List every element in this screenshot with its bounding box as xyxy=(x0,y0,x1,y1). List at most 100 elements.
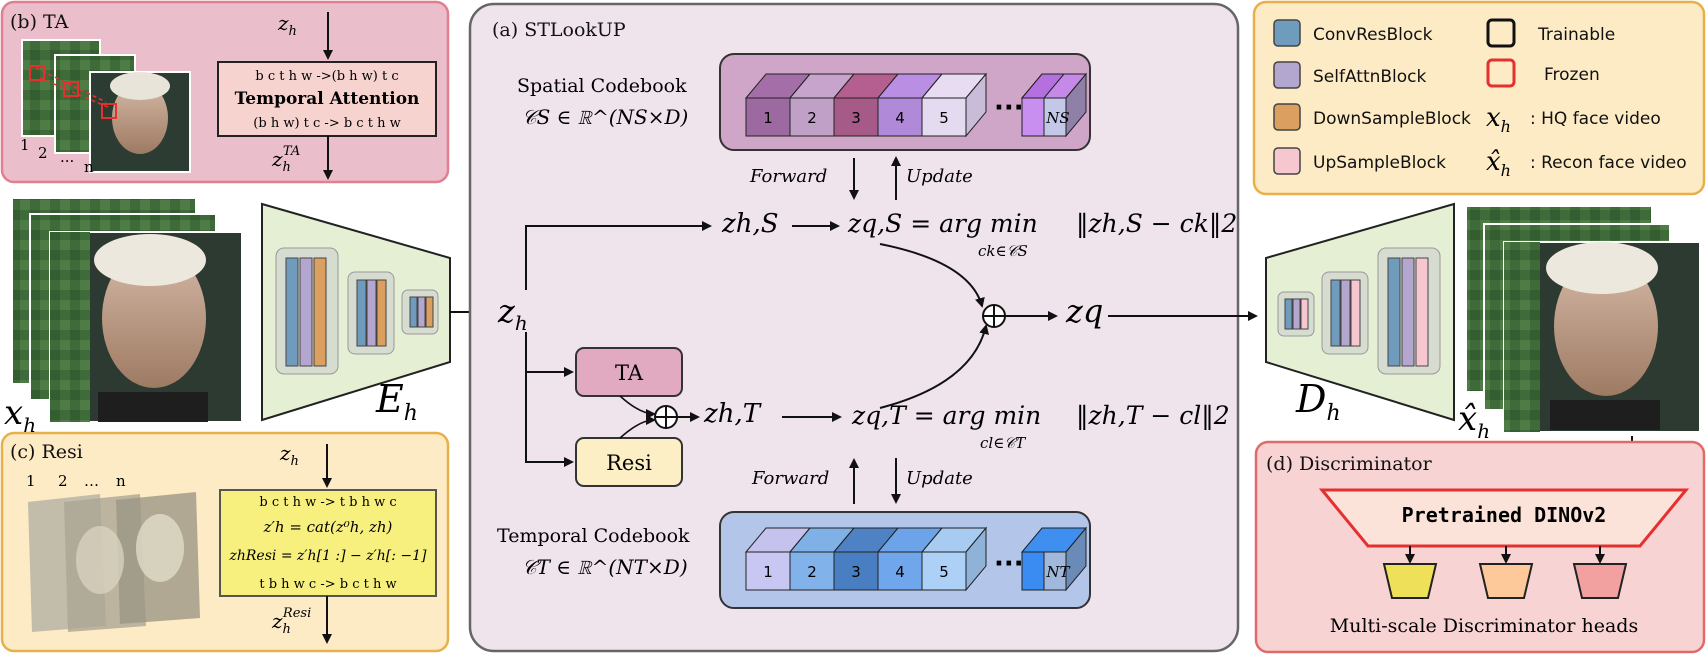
legend-label-selfattn: SelfAttnBlock xyxy=(1313,67,1427,87)
ta-input-label: zh xyxy=(277,11,297,39)
legend-recon-symbol: x̂h xyxy=(1486,147,1511,180)
resi-process-box xyxy=(219,489,437,597)
panel-stlookup-title: (a) STLookUP xyxy=(492,19,626,41)
temporal-equation-rhs: ‖zh,T − cl‖2 xyxy=(1076,401,1230,431)
disc-head-1 xyxy=(1382,563,1438,599)
resi-line-1: b c t h w -> t b h w c xyxy=(259,495,396,510)
ta-frame-label-2: 2 xyxy=(38,144,48,162)
ta-line-1: b c t h w ->(b h w) t c xyxy=(255,69,398,84)
zh-label: zh xyxy=(497,292,528,335)
ta-frame-label-1: 1 xyxy=(20,136,30,154)
resi-block-label: Resi xyxy=(606,451,652,475)
spatial-cell-last: NS xyxy=(1020,72,1088,138)
ta-block xyxy=(575,347,683,397)
panel-discriminator-title: (d) Discriminator xyxy=(1266,453,1433,475)
spatial-cells: 1 2 3 4 5 ··· xyxy=(744,72,1088,138)
legend-bg xyxy=(1252,0,1706,196)
disc-head-3 xyxy=(1572,563,1628,599)
resi-output-label: zhResi xyxy=(271,606,311,637)
ta-frame-dots: ... xyxy=(60,148,74,166)
svg-text:4: 4 xyxy=(895,563,905,581)
decoder-label: Dh xyxy=(1295,377,1341,426)
resi-input-label: zh xyxy=(279,441,299,469)
legend-frozen-label: Frozen xyxy=(1544,65,1600,85)
decoder: Dh xyxy=(1265,202,1455,426)
legend-frozen-swatch xyxy=(1486,58,1516,88)
temporal-cells: 1 2 3 4 5 ··· xyxy=(744,526,1088,592)
temporal-forward-label: Forward xyxy=(751,468,829,489)
resi-frame-label-1: 1 xyxy=(26,472,36,490)
encoder-label: Eh xyxy=(375,377,418,426)
resi-line-3: zhResi = z′h[1 :] − z′h[: −1] xyxy=(228,548,427,564)
temporal-equation: zq,T = arg min xyxy=(851,401,1041,430)
legend-trainable-label: Trainable xyxy=(1537,25,1615,45)
resi-frame-label-2: 2 xyxy=(58,472,68,490)
svg-text:2: 2 xyxy=(807,563,817,581)
spatial-update-label: Update xyxy=(906,166,973,187)
disc-heads-label: Multi-scale Discriminator heads xyxy=(1330,615,1638,637)
temporal-equation-sub: cl∈𝒞T xyxy=(980,434,1026,452)
svg-text:5: 5 xyxy=(939,109,949,127)
temporal-codebook-math: 𝒞T ∈ ℝ^(NT×D) xyxy=(522,555,688,579)
resi-frame-dots: … xyxy=(84,472,99,490)
svg-text:5: 5 xyxy=(939,563,949,581)
svg-text:2: 2 xyxy=(807,109,817,127)
spatial-cell-3: 3 xyxy=(832,73,900,137)
merge-node xyxy=(654,405,678,429)
legend-recon-label: : Recon face video xyxy=(1530,153,1687,173)
resi-line-2: z′h = cat(z⁰h, zh) xyxy=(263,518,393,536)
spatial-equation: zq,S = arg min xyxy=(847,209,1038,238)
spatial-equation-rhs: ‖zh,S − ck‖2 xyxy=(1076,209,1237,239)
svg-text:NT: NT xyxy=(1045,563,1070,581)
zhs-label: zh,S xyxy=(721,209,779,239)
spatial-codebook-math: 𝒞S ∈ ℝ^(NS×D) xyxy=(522,105,688,129)
spatial-equation-sub: ck∈𝒞S xyxy=(978,242,1028,260)
dinov2-block xyxy=(1318,488,1690,548)
ta-frames: 1 2 ... n xyxy=(20,39,191,176)
legend-hq-symbol: xh xyxy=(1486,103,1511,136)
legend-label-upsample: UpSampleBlock xyxy=(1313,153,1446,173)
encoder: Eh xyxy=(261,202,451,426)
legend-swatch-selfattn xyxy=(1273,61,1301,89)
legend-label-convres: ConvResBlock xyxy=(1313,25,1433,45)
legend-swatch-upsample xyxy=(1273,147,1301,175)
temporal-cell-1: 1 xyxy=(744,527,812,591)
legend-swatch-downsample xyxy=(1273,103,1301,131)
ta-process-box xyxy=(217,61,437,137)
spatial-cell-5: 5 xyxy=(920,72,988,138)
spatial-ellipsis: ··· xyxy=(994,93,1024,123)
spatial-forward-label: Forward xyxy=(749,166,827,187)
resi-line-4: t b h w c -> b c t h w xyxy=(259,577,396,592)
temporal-cell-2: 2 xyxy=(788,527,856,591)
temporal-ellipsis: ··· xyxy=(994,549,1024,579)
resi-frame-label-n: n xyxy=(116,472,126,490)
panel-discriminator: (d) Discriminator Pretrained DINOv2 Mult… xyxy=(1254,440,1706,654)
zq-label: zq xyxy=(1065,292,1103,330)
input-video-label: xh xyxy=(4,393,36,437)
panel-stlookup-bg xyxy=(468,2,1240,653)
svg-text:3: 3 xyxy=(851,109,861,127)
dinov2-label: Pretrained DINOv2 xyxy=(1402,503,1607,527)
temporal-cell-last: NT xyxy=(1020,526,1088,592)
ta-line-3: (b h w) t c -> b c t h w xyxy=(253,116,400,131)
svg-text:1: 1 xyxy=(763,109,773,127)
input-video: xh xyxy=(4,197,243,437)
ta-output-label: zhTA xyxy=(271,144,300,175)
panel-ta: (b) TA 1 2 ... n zh b c t h w ->(b h w) … xyxy=(0,0,450,184)
svg-text:1: 1 xyxy=(763,563,773,581)
spatial-codebook-label: Spatial Codebook xyxy=(517,75,687,97)
ta-frame-label-n: n xyxy=(84,158,94,176)
svg-text:NS: NS xyxy=(1045,109,1069,127)
panel-ta-title: (b) TA xyxy=(10,11,69,33)
output-video: x̂h xyxy=(1458,205,1701,443)
legend: ConvResBlock SelfAttnBlock DownSampleBlo… xyxy=(1252,0,1706,196)
svg-text:3: 3 xyxy=(851,563,861,581)
panel-resi-title: (c) Resi xyxy=(10,441,83,463)
panel-resi: (c) Resi 1 2 … n zh b c t h w -> t b h w… xyxy=(0,431,450,653)
spatial-cell-1: 1 xyxy=(744,73,812,137)
ta-block-label: TA xyxy=(615,361,644,385)
resi-block xyxy=(575,437,683,487)
resi-frames xyxy=(28,492,200,632)
panel-stlookup: (a) STLookUP zh Spatial Codebook 𝒞S ∈ ℝ^… xyxy=(468,2,1240,653)
